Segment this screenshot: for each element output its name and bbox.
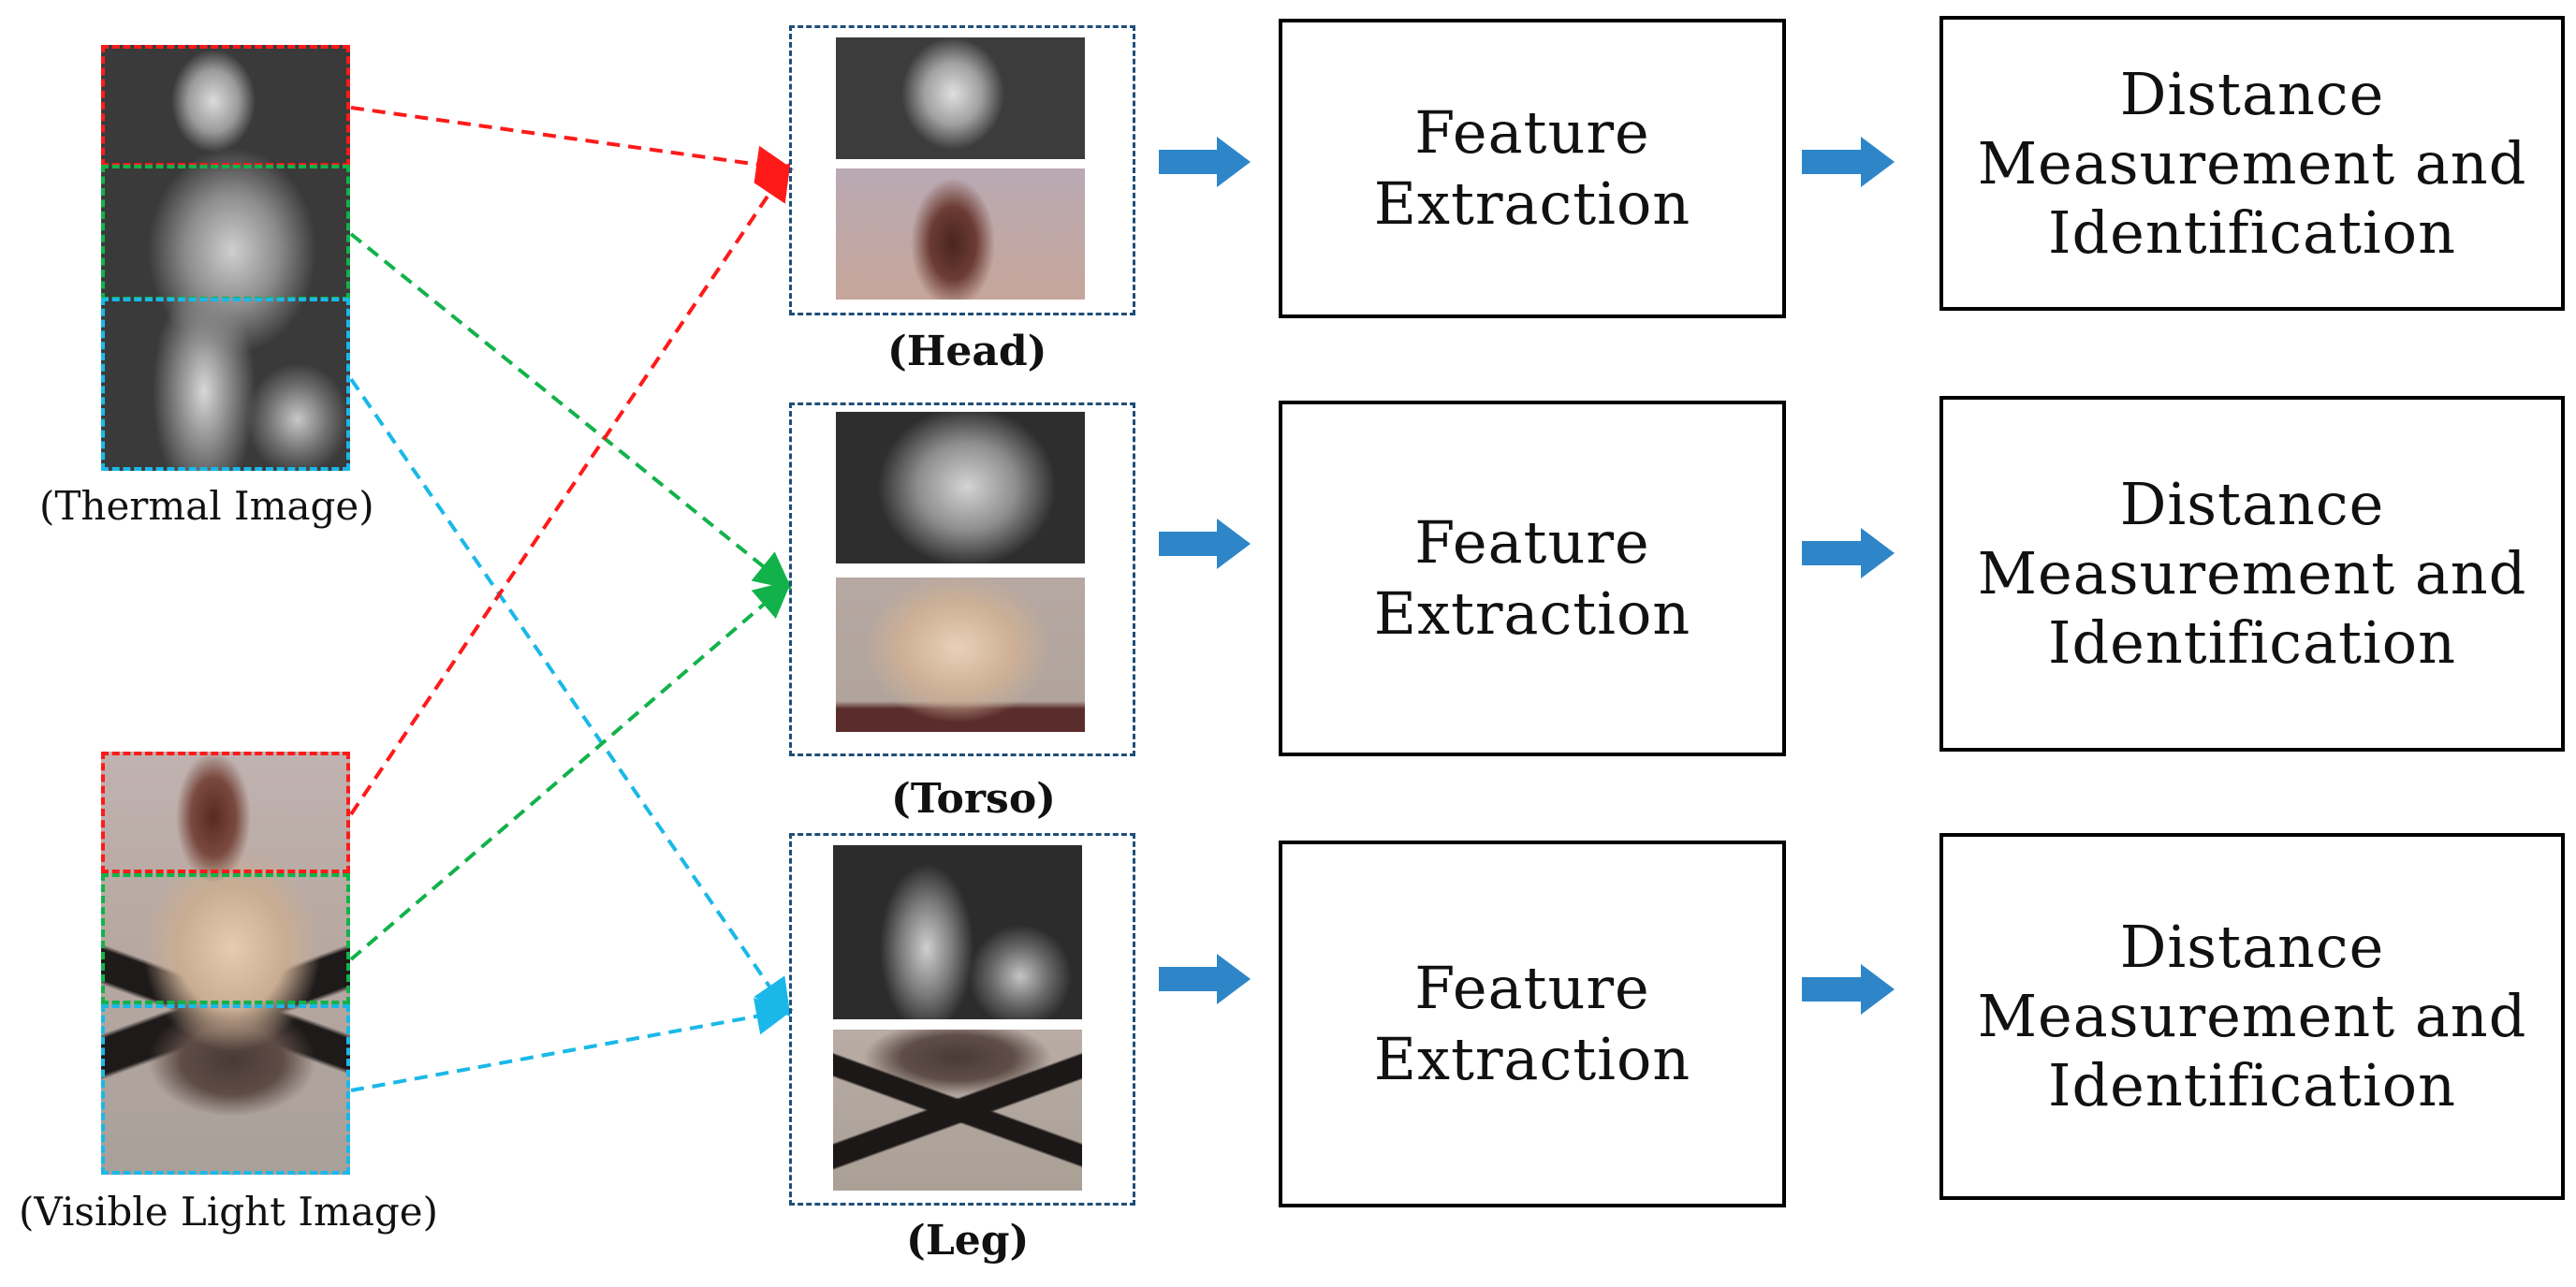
leg-label: (Leg)	[906, 1217, 1030, 1265]
feature-line-1: Feature	[1414, 508, 1650, 577]
visible-caption: (Visible Light Image)	[19, 1189, 438, 1235]
flow-arrow-leg-1	[1159, 954, 1251, 1004]
leg-pair-group	[789, 833, 1135, 1206]
flow-arrow-head-1	[1159, 137, 1251, 187]
thermal-torso-region	[101, 165, 350, 300]
torso-pair-group	[789, 402, 1135, 756]
thermal-leg-region	[101, 298, 350, 471]
visible-leg-region	[101, 1004, 350, 1175]
leg-visible-crop	[833, 1030, 1082, 1191]
flow-arrow-torso-2	[1802, 528, 1895, 578]
thermal-head-region	[101, 45, 350, 167]
thermal-caption: (Thermal Image)	[39, 483, 374, 529]
distance-line-3: Identification	[2047, 197, 2456, 267]
visible-torso-region	[101, 873, 350, 1004]
visible-image	[101, 752, 350, 1175]
head-thermal-crop	[836, 37, 1085, 159]
distance-line-1: Distance	[2119, 59, 2385, 128]
torso-label: (Torso)	[891, 775, 1056, 823]
thermal-image	[101, 45, 350, 471]
flow-arrow-torso-1	[1159, 519, 1251, 569]
flow-arrow-head-2	[1802, 137, 1895, 187]
distance-line-2: Measurement and	[1977, 128, 2527, 197]
distance-line-3: Identification	[2047, 1051, 2456, 1119]
feature-line-1: Feature	[1414, 954, 1650, 1022]
visible-head-region	[101, 752, 350, 873]
head-visible-crop	[836, 168, 1085, 300]
visible-head-arrow	[349, 162, 791, 816]
feature-line-2: Extraction	[1373, 169, 1691, 238]
feature-line-2: Extraction	[1373, 579, 1691, 648]
distance-line-1: Distance	[2119, 913, 2385, 981]
thermal-leg-arrow	[349, 377, 791, 1017]
head-pair-group	[789, 25, 1135, 315]
distance-line-1: Distance	[2119, 470, 2385, 538]
leg-thermal-crop	[833, 845, 1082, 1019]
distance-line-2: Measurement and	[1977, 539, 2527, 607]
feature-line-1: Feature	[1414, 98, 1650, 167]
torso-thermal-crop	[836, 412, 1085, 563]
distance-line-3: Identification	[2047, 608, 2456, 677]
flow-arrow-leg-2	[1802, 964, 1895, 1015]
visible-torso-arrow	[349, 579, 793, 961]
visible-leg-arrow	[350, 998, 794, 1092]
feature-line-2: Extraction	[1373, 1025, 1691, 1093]
torso-visible-crop	[836, 578, 1085, 732]
head-label: (Head)	[887, 328, 1047, 375]
distance-line-2: Measurement and	[1977, 982, 2527, 1050]
thermal-head-arrow	[350, 106, 794, 183]
thermal-torso-arrow	[349, 232, 793, 591]
